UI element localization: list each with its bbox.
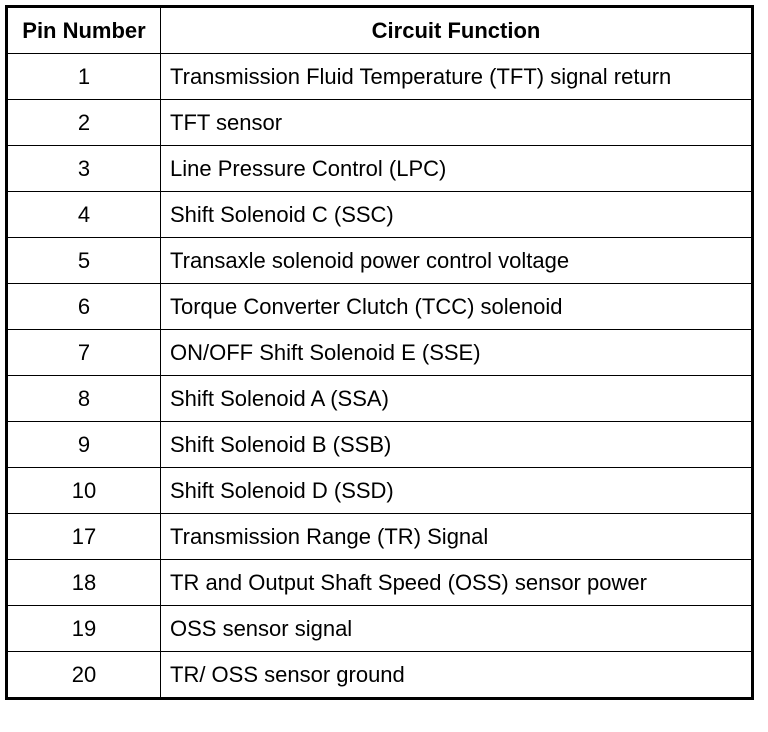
table-row: 9 Shift Solenoid B (SSB) bbox=[6, 421, 753, 468]
circuit-function-cell: TR and Output Shaft Speed (OSS) sensor p… bbox=[160, 559, 753, 606]
circuit-function-cell: Transmission Range (TR) Signal bbox=[160, 513, 753, 560]
circuit-function-cell: Line Pressure Control (LPC) bbox=[160, 145, 753, 192]
pin-number-cell: 4 bbox=[6, 191, 161, 238]
circuit-function-cell: TR/ OSS sensor ground bbox=[160, 651, 753, 699]
table-row: 6 Torque Converter Clutch (TCC) solenoid bbox=[6, 283, 753, 330]
table-row: 2 TFT sensor bbox=[6, 99, 753, 146]
table-row: 4 Shift Solenoid C (SSC) bbox=[6, 191, 753, 238]
pin-number-cell: 8 bbox=[6, 375, 161, 422]
pin-number-cell: 20 bbox=[6, 651, 161, 699]
pin-number-cell: 5 bbox=[6, 237, 161, 284]
table-header-row: Pin Number Circuit Function bbox=[6, 6, 753, 54]
circuit-function-cell: Torque Converter Clutch (TCC) solenoid bbox=[160, 283, 753, 330]
circuit-function-cell: Shift Solenoid A (SSA) bbox=[160, 375, 753, 422]
pin-number-cell: 18 bbox=[6, 559, 161, 606]
table-row: 5 Transaxle solenoid power control volta… bbox=[6, 237, 753, 284]
pin-number-cell: 19 bbox=[6, 605, 161, 652]
table-row: 10 Shift Solenoid D (SSD) bbox=[6, 467, 753, 514]
circuit-function-cell: Shift Solenoid B (SSB) bbox=[160, 421, 753, 468]
table-row: 20 TR/ OSS sensor ground bbox=[6, 651, 753, 699]
pin-number-cell: 17 bbox=[6, 513, 161, 560]
circuit-function-cell: Transaxle solenoid power control voltage bbox=[160, 237, 753, 284]
pin-number-cell: 9 bbox=[6, 421, 161, 468]
table-row: 7 ON/OFF Shift Solenoid E (SSE) bbox=[6, 329, 753, 376]
pin-function-table: Pin Number Circuit Function 1 Transmissi… bbox=[5, 5, 754, 700]
circuit-function-cell: OSS sensor signal bbox=[160, 605, 753, 652]
table-row: 19 OSS sensor signal bbox=[6, 605, 753, 652]
table-row: 1 Transmission Fluid Temperature (TFT) s… bbox=[6, 53, 753, 100]
circuit-function-cell: ON/OFF Shift Solenoid E (SSE) bbox=[160, 329, 753, 376]
table-row: 18 TR and Output Shaft Speed (OSS) senso… bbox=[6, 559, 753, 606]
pin-number-cell: 1 bbox=[6, 53, 161, 100]
circuit-function-cell: TFT sensor bbox=[160, 99, 753, 146]
pin-number-cell: 6 bbox=[6, 283, 161, 330]
pin-number-cell: 10 bbox=[6, 467, 161, 514]
circuit-function-cell: Shift Solenoid D (SSD) bbox=[160, 467, 753, 514]
table-body: 1 Transmission Fluid Temperature (TFT) s… bbox=[6, 53, 753, 699]
pin-number-cell: 2 bbox=[6, 99, 161, 146]
table-row: 17 Transmission Range (TR) Signal bbox=[6, 513, 753, 560]
circuit-function-header: Circuit Function bbox=[160, 6, 753, 54]
table-row: 3 Line Pressure Control (LPC) bbox=[6, 145, 753, 192]
pin-number-cell: 3 bbox=[6, 145, 161, 192]
circuit-function-cell: Transmission Fluid Temperature (TFT) sig… bbox=[160, 53, 753, 100]
pin-number-cell: 7 bbox=[6, 329, 161, 376]
circuit-function-cell: Shift Solenoid C (SSC) bbox=[160, 191, 753, 238]
pin-number-header: Pin Number bbox=[6, 6, 161, 54]
table-row: 8 Shift Solenoid A (SSA) bbox=[6, 375, 753, 422]
